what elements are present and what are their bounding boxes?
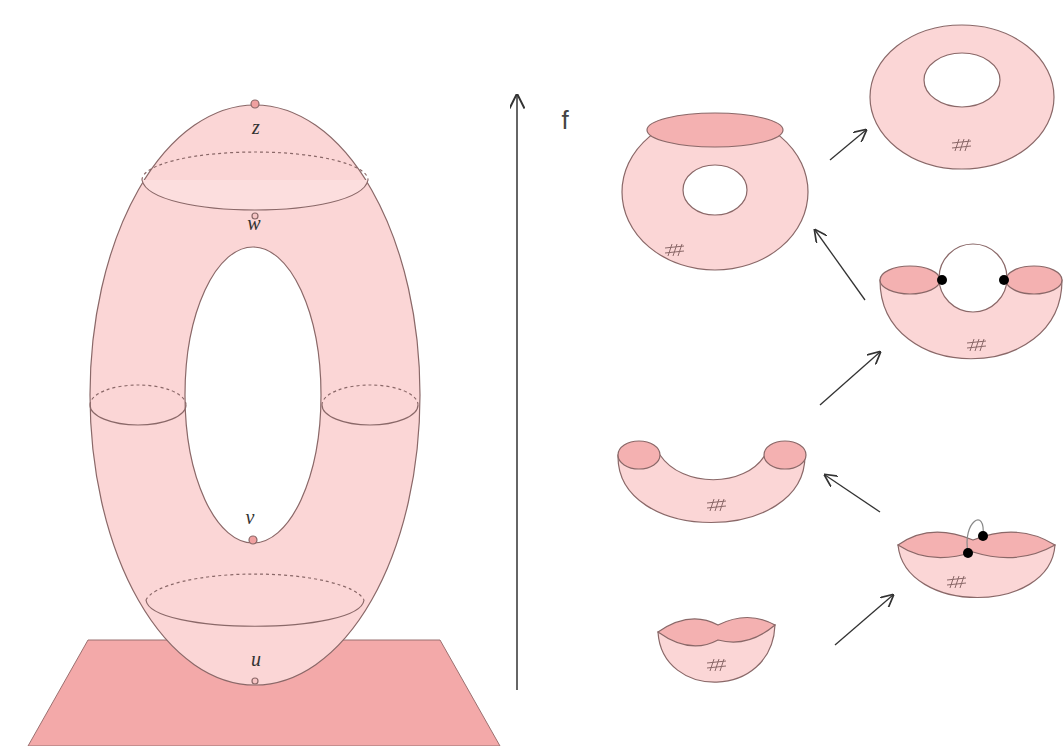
function-label: f <box>561 107 568 133</box>
stage-arrows <box>815 130 893 645</box>
sublevel-sets <box>618 25 1062 682</box>
critical-point-label: z <box>252 117 260 137</box>
critical-point-label: u <box>251 649 261 669</box>
torus <box>90 100 420 685</box>
hatch-marks <box>665 139 986 671</box>
critical-point-label: v <box>246 507 255 527</box>
f-axis <box>516 95 518 690</box>
critical-point-label: w <box>247 213 260 233</box>
